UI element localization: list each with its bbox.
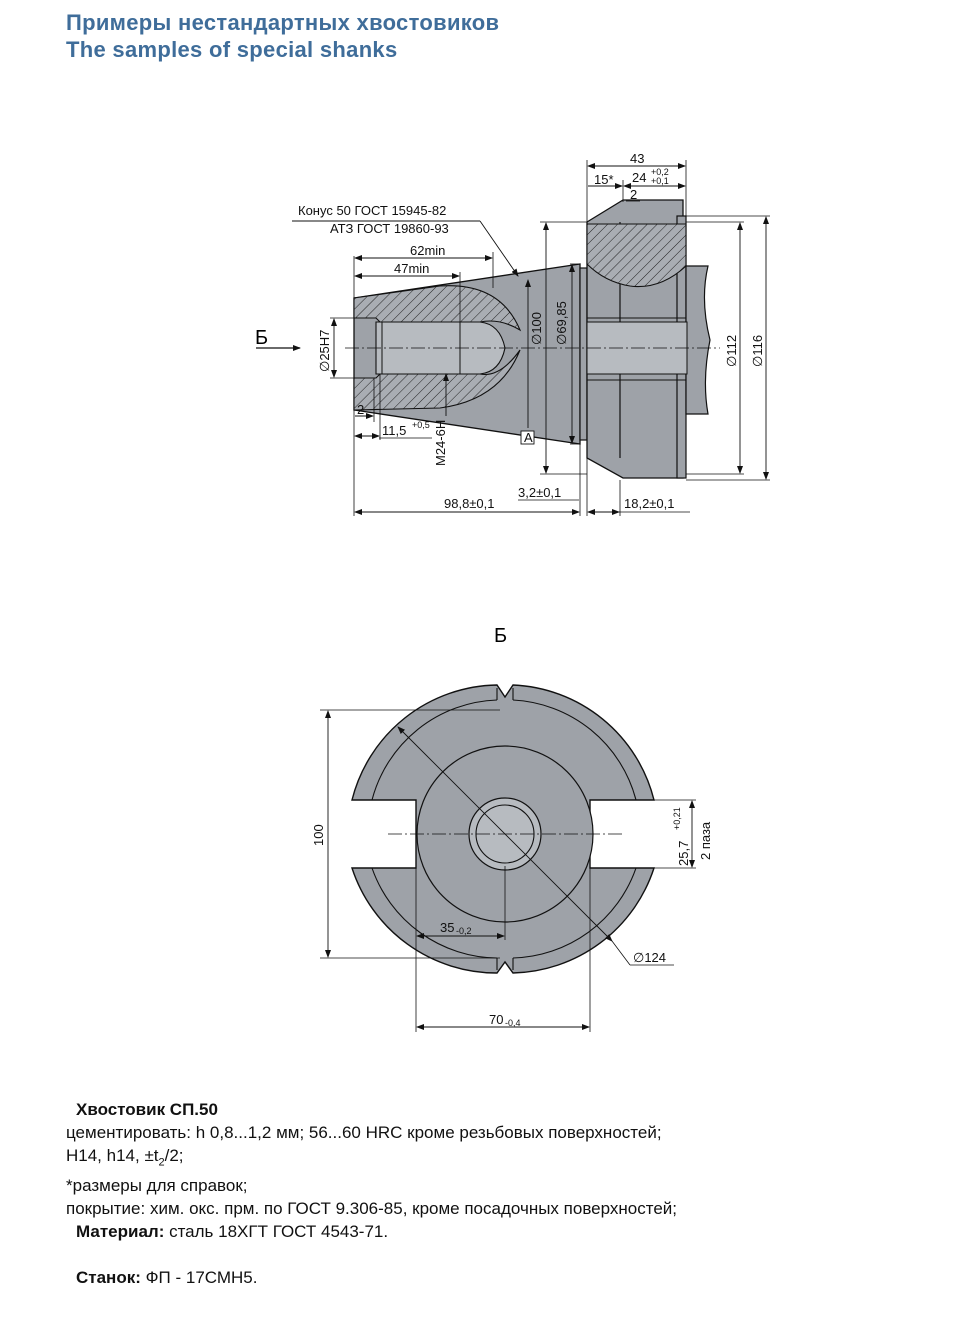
material-line: Материал: сталь 18ХГТ ГОСТ 4543-71. [76,1222,389,1242]
dim-43: 43 [630,151,644,166]
dim-70-tol: -0,4 [505,1018,521,1028]
dim-d69: ∅69,85 [554,301,569,345]
dim-d112: ∅112 [724,335,739,367]
note-line-1: цементировать: h 0,8...1,2 мм; 56...60 H… [66,1123,662,1142]
note-line-4: покрытие: хим. окс. прм. по ГОСТ 9.306-8… [66,1199,677,1219]
datum-a: A [524,430,533,445]
front-view-label: Б [494,625,507,647]
title-ru: Примеры нестандартных хвостовиков [66,10,500,35]
cone-note-2: АТЗ ГОСТ 19860-93 [330,221,449,236]
dim-70: 70 [489,1012,503,1027]
bore-section-bottom [353,349,521,411]
flange-section [586,223,687,288]
dim-11-tol: +0,5 [412,420,430,430]
dim-slot-count: 2 паза [698,821,713,860]
dim-2-bottom: 2 [357,402,364,417]
dim-98: 98,8±0,1 [444,496,495,511]
dim-slot: 25,7 [676,841,691,866]
dim-thread: M24-6H [433,420,448,466]
dim-d124: ∅124 [633,950,666,965]
dim-47min: 47min [394,261,429,276]
dim-62min: 62min [410,243,445,258]
dim-2-top: 2 [630,187,637,202]
product-label: Хвостовик СП.50 [76,1100,218,1119]
dim-h100: 100 [311,824,326,846]
dim-18: 18,2±0,1 [624,496,675,511]
dim-24-tol-upper: +0,2 [651,167,669,177]
side-view: Конус 50 ГОСТ 15945-82 АТЗ ГОСТ 19860-93… [255,151,770,516]
note-line-3: *размеры для справок; [66,1176,248,1196]
front-view: Б ∅124 100 25,7 +0,21 2 паза [311,625,713,1032]
dim-24: 24 [632,170,646,185]
dim-d100: ∅100 [529,312,544,345]
cone-note-1: Конус 50 ГОСТ 15945-82 [298,203,446,218]
dim-15: 15* [594,172,614,187]
machine-line: Станок: ФП - 17СМН5. [76,1268,258,1288]
title-en: The samples of special shanks [66,37,398,62]
technical-drawing: Конус 50 ГОСТ 15945-82 АТЗ ГОСТ 19860-93… [255,151,770,1032]
dim-slot-tol: +0,21 [672,807,682,830]
view-marker: Б [255,327,268,349]
dim-d25: ∅25H7 [317,330,332,372]
notes: Хвостовик СП.50 цементировать: h 0,8...1… [66,1098,677,1289]
dim-24-tol-lower: +0,1 [651,176,669,186]
note-line-2: H14, h14, ±t2/2; [66,1146,184,1169]
dim-35-tol: -0,2 [456,926,472,936]
dim-d116: ∅116 [750,335,765,367]
dim-11: 11,5 [382,423,406,438]
dim-35: 35 [440,920,454,935]
dim-3: 3,2±0,1 [518,485,561,500]
